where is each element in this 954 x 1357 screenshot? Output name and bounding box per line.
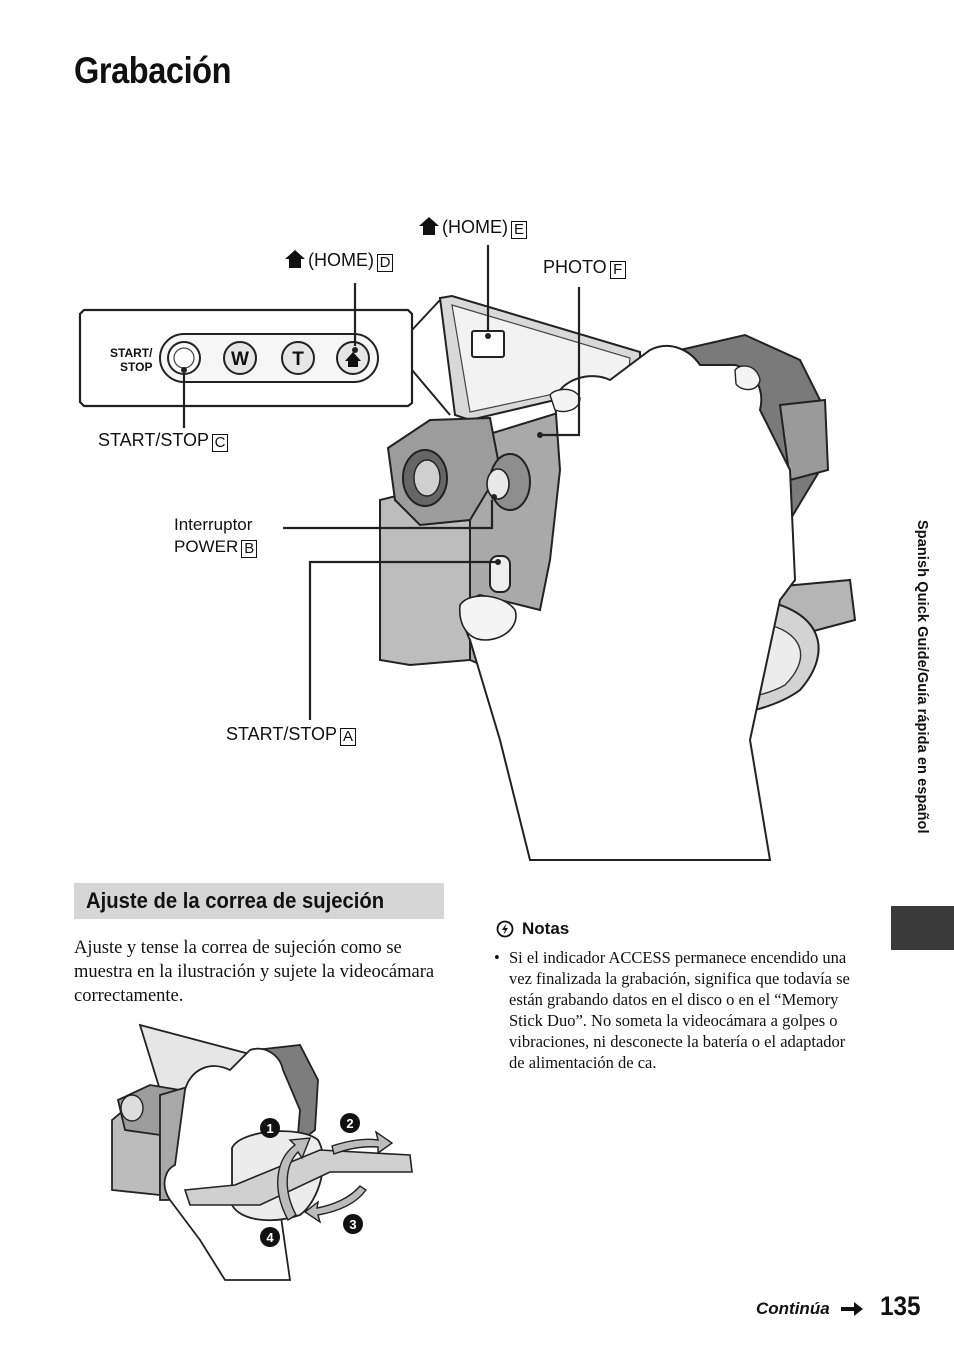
home-icon [419, 217, 439, 235]
callout-home-e-text: (HOME) [442, 217, 508, 237]
callout-start-stop-c-text: START/STOP [98, 430, 210, 450]
zoom-t-button-label: T [292, 349, 304, 370]
lcd-start-label-2: STOP [120, 360, 152, 374]
callout-home-e: (HOME)E [418, 216, 527, 239]
page-title: Grabación [74, 50, 232, 91]
callout-letter-b: B [241, 540, 258, 558]
callout-letter-f: F [609, 261, 626, 279]
note-item: Si el indicador ACCESS permanece encendi… [492, 947, 864, 1073]
strap-diagram: 1 2 3 4 [111, 1023, 413, 1281]
strap-step-4: 4 [266, 1230, 274, 1245]
callout-letter-a: A [340, 728, 357, 746]
notes-heading-text: Notas [522, 919, 570, 938]
camcorder-diagram: START/ STOP W T [78, 245, 857, 861]
callout-letter-c: C [212, 434, 229, 452]
callout-power-b-line1: Interruptor [174, 515, 253, 534]
section-heading: Ajuste de la correa de sujeción [74, 883, 444, 919]
callout-photo-f-text: PHOTO [543, 257, 607, 277]
zoom-w-button-label: W [231, 349, 249, 370]
callout-letter-d: D [377, 254, 393, 272]
callout-home-d: (HOME)D [284, 249, 393, 272]
notes-icon [496, 920, 514, 938]
home-icon [285, 250, 305, 268]
side-tab-label: Spanish Quick Guide/Guía rápida en españ… [914, 520, 930, 834]
lcd-start-label-1: START/ [110, 346, 153, 360]
notes-heading: Notas [496, 919, 569, 939]
page-number: 135 [880, 1291, 921, 1321]
side-tab-marker [891, 906, 954, 950]
callout-power-b-line2: POWER [174, 537, 239, 556]
callout-start-stop-a-text: START/STOP [226, 724, 338, 744]
strap-step-2: 2 [346, 1116, 353, 1131]
footer-continue-link[interactable]: Continúa [756, 1299, 830, 1318]
notes-list: Si el indicador ACCESS permanece encendi… [492, 947, 864, 1073]
strap-step-3: 3 [349, 1217, 356, 1232]
callout-home-d-text: (HOME) [308, 250, 374, 270]
arrow-right-icon [841, 1302, 863, 1316]
section-body: Ajuste y tense la correa de sujeción com… [74, 938, 435, 1006]
strap-step-1: 1 [266, 1121, 273, 1136]
callout-letter-e: E [511, 221, 527, 239]
